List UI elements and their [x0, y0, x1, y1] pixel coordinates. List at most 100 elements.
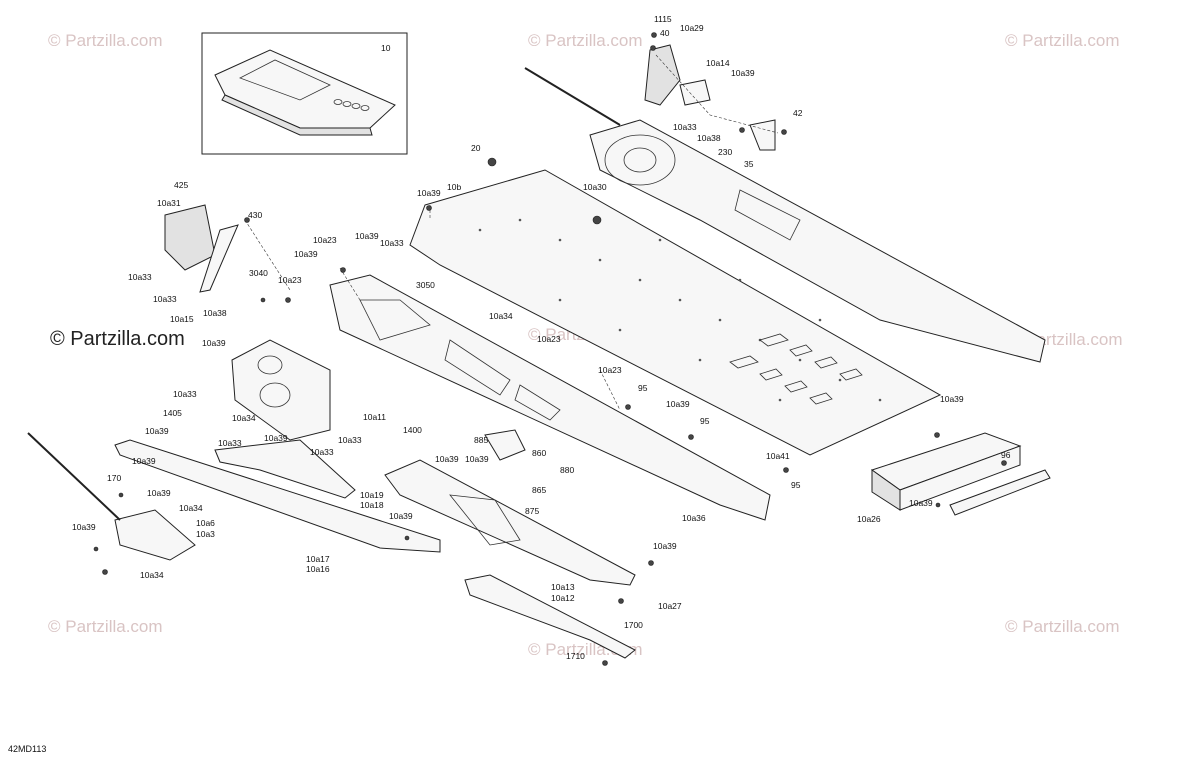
right-bumper[interactable] — [464, 574, 636, 659]
callout: 1700 — [624, 620, 643, 630]
inset-tunnel-assembly[interactable]: 10 — [201, 32, 408, 155]
callout: 10a39 — [417, 188, 441, 198]
stay-bracket[interactable] — [484, 429, 526, 461]
watermark: © Partzilla.com — [1005, 617, 1120, 636]
front-left-mount[interactable] — [164, 204, 239, 293]
callout: 10a33 — [173, 389, 197, 399]
rear-cross-member[interactable] — [870, 432, 1022, 511]
callout: 10a15 — [170, 314, 194, 324]
callout: 10a39 — [264, 433, 288, 443]
callout: 10a33 — [310, 447, 334, 457]
watermark: © Partzilla.com — [48, 617, 163, 636]
callout: 10a23 — [278, 275, 302, 285]
callout: 880 — [560, 465, 574, 475]
callout: 3040 — [249, 268, 268, 278]
watermark: © Partzilla.com — [48, 31, 163, 50]
callout: 10a13 — [551, 582, 575, 592]
inset-label: 10 — [381, 43, 391, 53]
callout: 10a38 — [203, 308, 227, 318]
watermark-bold: © Partzilla.com — [50, 328, 185, 350]
callout: 10a39 — [666, 399, 690, 409]
callout: 10a39 — [147, 488, 171, 498]
callout: 95 — [638, 383, 648, 393]
callout: 10a17 — [306, 554, 330, 564]
callout: 10a33 — [338, 435, 362, 445]
callout: 10a39 — [389, 511, 413, 521]
callout: 430 — [248, 210, 262, 220]
callout: 10a34 — [232, 413, 256, 423]
callout-labels: 1115 40 10a29 10a14 10a39 42 10a33 10a38… — [72, 14, 1011, 661]
callout: 10b — [447, 182, 461, 192]
callout: 10a39 — [132, 456, 156, 466]
callout: 10a11 — [363, 412, 386, 422]
callout: 10a33 — [380, 238, 404, 248]
rear-upper-bracket[interactable] — [644, 44, 776, 151]
callout: 10a16 — [306, 564, 330, 574]
callout: 1710 — [566, 651, 585, 661]
callout: 10a34 — [489, 311, 513, 321]
callout: 10a39 — [731, 68, 755, 78]
callout: 10a36 — [682, 513, 706, 523]
left-brace[interactable] — [214, 439, 356, 499]
callout: 10a39 — [355, 231, 379, 241]
callout: 10a39 — [294, 249, 318, 259]
callout: 10a30 — [583, 182, 607, 192]
left-upper-rail[interactable] — [329, 274, 771, 521]
callout: 10a27 — [658, 601, 682, 611]
callout: 10a14 — [706, 58, 730, 68]
callout: 20 — [471, 143, 481, 153]
left-bracket-assembly[interactable] — [27, 432, 196, 561]
callout: 10a19 — [360, 490, 384, 500]
callout: 230 — [718, 147, 732, 157]
callout: 40 — [660, 28, 670, 38]
callout: 1400 — [403, 425, 422, 435]
callout: 10a33 — [153, 294, 177, 304]
right-lower-rail[interactable] — [384, 459, 636, 586]
callout: 10a39 — [435, 454, 459, 464]
callout: 10a33 — [218, 438, 242, 448]
callout: 1405 — [163, 408, 182, 418]
callout: 885 — [474, 435, 488, 445]
callout: 35 — [744, 159, 754, 169]
callout: 10a39 — [909, 498, 933, 508]
callout: 10a33 — [128, 272, 152, 282]
callout: 10a26 — [857, 514, 881, 524]
callout: 10a31 — [157, 198, 181, 208]
callout: 10a38 — [697, 133, 721, 143]
callout: 96 — [1001, 450, 1011, 460]
callout: 10a41 — [766, 451, 790, 461]
callout: 42 — [793, 108, 803, 118]
callout: 425 — [174, 180, 188, 190]
callout: 10a34 — [140, 570, 164, 580]
watermark: © Partzilla.com — [528, 31, 643, 50]
callout: 10a6 — [196, 518, 215, 528]
callout: 3050 — [416, 280, 435, 290]
callout: 95 — [791, 480, 801, 490]
right-upper-rail[interactable] — [524, 67, 1046, 363]
callout: 10a39 — [72, 522, 96, 532]
callout: 10a39 — [145, 426, 169, 436]
callout: 10a23 — [313, 235, 337, 245]
callout: 10a12 — [551, 593, 575, 603]
tunnel-top-plate[interactable] — [409, 169, 942, 456]
left-lower-rail[interactable] — [114, 439, 441, 553]
callout: 95 — [700, 416, 710, 426]
callout: 10a39 — [465, 454, 489, 464]
left-side-plate[interactable] — [231, 339, 331, 441]
callout: 10a29 — [680, 23, 704, 33]
callout: 10a39 — [940, 394, 964, 404]
callout: 1115 — [654, 14, 672, 24]
callout: 10a34 — [179, 503, 203, 513]
rear-support-bar[interactable] — [949, 469, 1051, 516]
callout: 170 — [107, 473, 121, 483]
callout: 10a33 — [673, 122, 697, 132]
callout: 10a18 — [360, 500, 384, 510]
callout: 10a23 — [537, 334, 561, 344]
callout: 10a23 — [598, 365, 622, 375]
fasteners — [93, 32, 1007, 666]
callout: 860 — [532, 448, 546, 458]
callout: 875 — [525, 506, 539, 516]
callout: 10a39 — [202, 338, 226, 348]
callout: 10a39 — [653, 541, 677, 551]
